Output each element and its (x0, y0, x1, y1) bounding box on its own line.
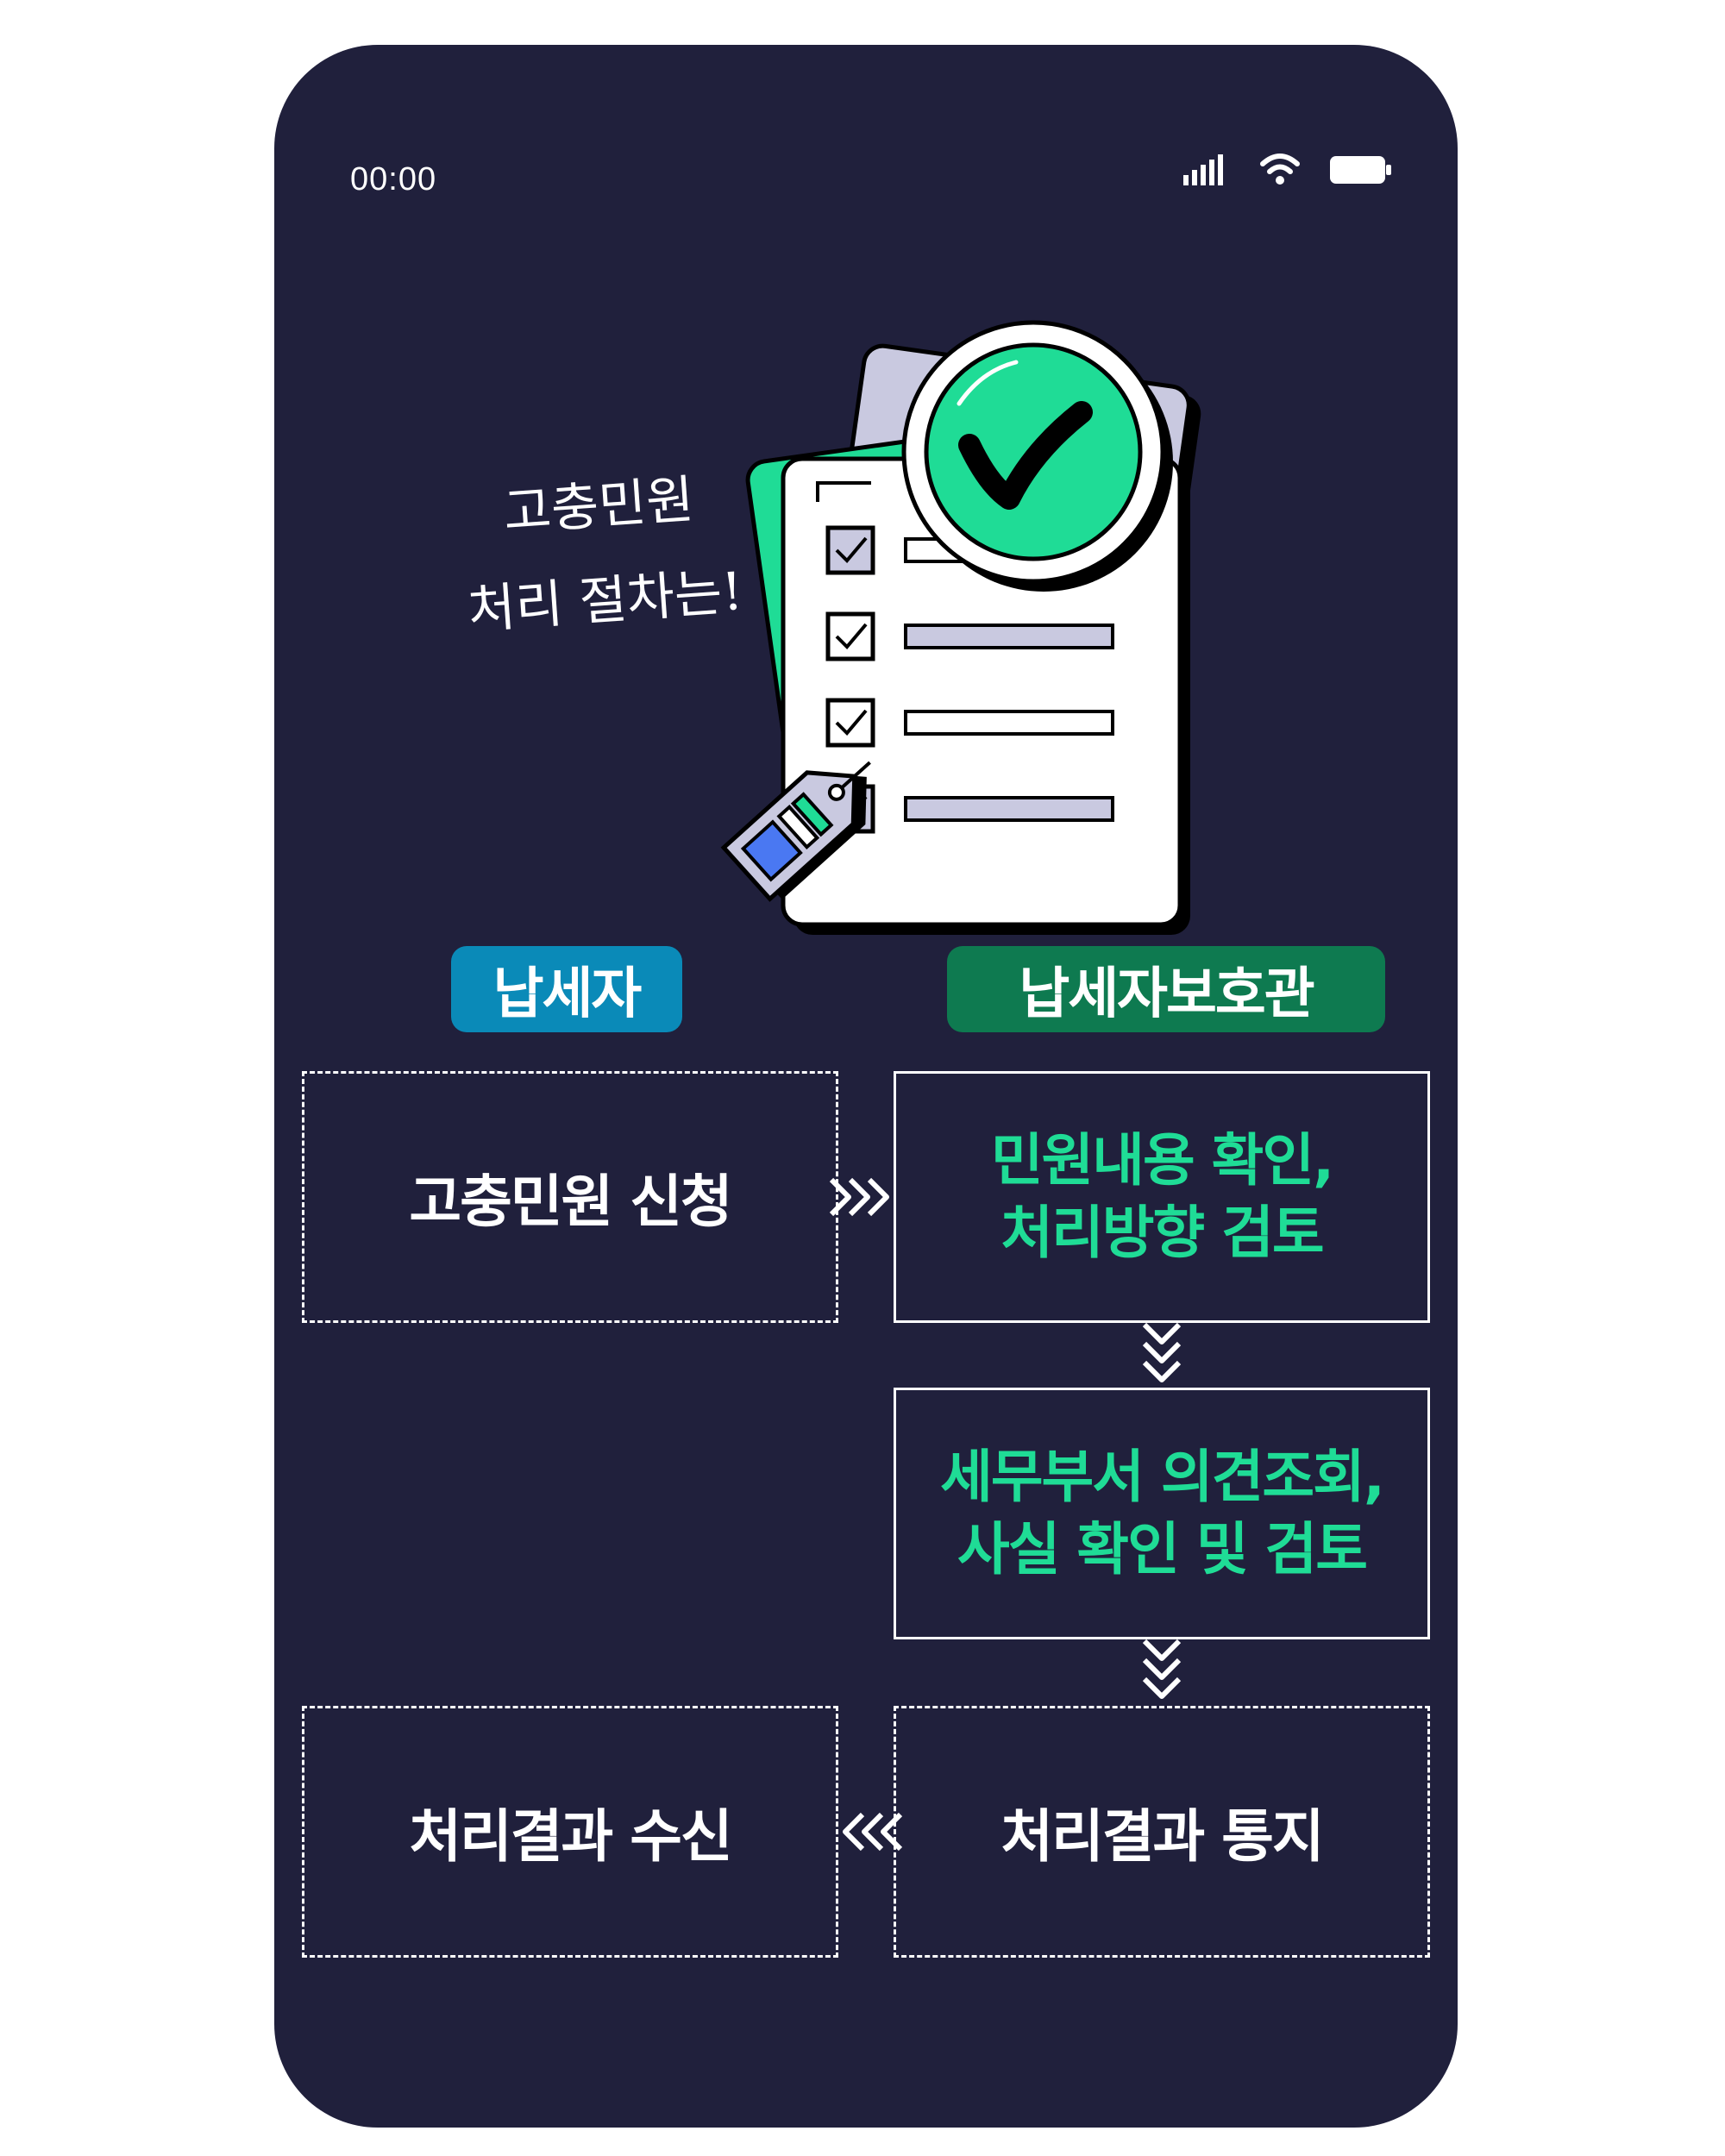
chevron-right-icon (829, 1177, 889, 1217)
wifi-icon (1260, 154, 1300, 185)
checklist-illustration (720, 320, 1201, 935)
step-review-line1: 민원내용 확인, (990, 1127, 1334, 1194)
step-review: 민원내용 확인, 처리방향 검토 (894, 1071, 1430, 1323)
battery-icon (1330, 156, 1391, 184)
phone-frame: 00:00 고충민원 처리 절차는! (274, 45, 1458, 2128)
checkbox-icon (825, 698, 1114, 748)
checkbox-icon (825, 611, 1114, 661)
step-notify: 처리결과 통지 (894, 1706, 1430, 1958)
step-apply: 고충민원 신청 (302, 1071, 838, 1323)
chevron-left-icon (843, 1812, 903, 1852)
step-inquiry-line2: 사실 확인 및 검토 (957, 1516, 1368, 1583)
step-review-line2: 처리방향 검토 (1000, 1200, 1324, 1266)
chevron-down-icon (1142, 1322, 1182, 1382)
step-receive-label: 처리결과 수신 (409, 1803, 732, 1870)
step-apply-label: 고충민원 신청 (409, 1169, 732, 1235)
step-inquiry-line1: 세무부서 의견조회, (940, 1444, 1385, 1510)
step-notify-label: 처리결과 통지 (1000, 1803, 1324, 1870)
checkmark-icon (901, 320, 1173, 592)
step-receive: 처리결과 수신 (302, 1706, 838, 1958)
signal-icon (1183, 154, 1223, 185)
chevron-down-icon (1142, 1639, 1182, 1699)
role-badge-taxpayer: 납세자 (451, 946, 682, 1032)
step-inquiry: 세무부서 의견조회, 사실 확인 및 검토 (894, 1388, 1430, 1639)
price-tag-icon (720, 761, 871, 902)
role-badge-advocate: 납세자보호관 (947, 946, 1385, 1032)
status-time: 00:00 (350, 161, 437, 197)
status-icons (1182, 154, 1392, 186)
